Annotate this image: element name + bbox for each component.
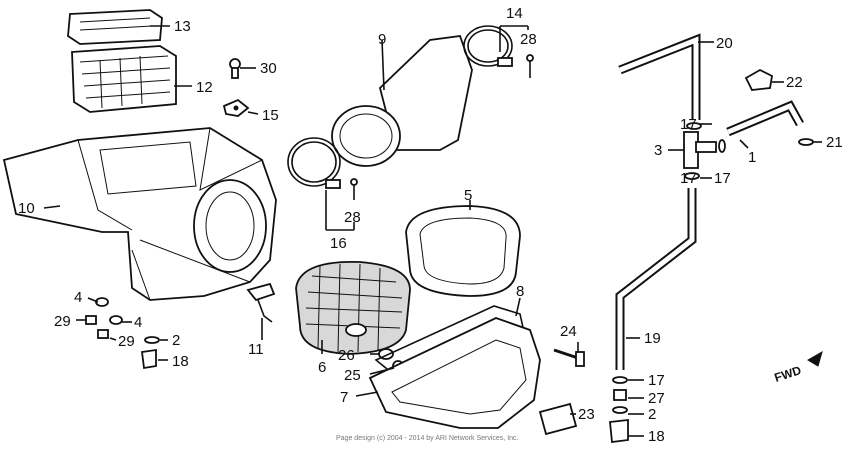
part-2-clip-shape-left (144, 336, 160, 344)
part-23-plate-shape (538, 402, 578, 436)
part-label-4-lower: 4 (134, 314, 142, 331)
part-label-16: 16 (330, 235, 347, 252)
part-label-20: 20 (716, 35, 733, 52)
part-label-2-left: 2 (172, 332, 180, 349)
part-27-plug-shape (613, 389, 627, 401)
part-label-14: 14 (506, 5, 523, 22)
part-30-bolt-shape (229, 58, 241, 79)
copyright-footer: Page design (c) 2004 - 2014 by ARI Netwo… (336, 435, 519, 442)
part-18-cap-shape-right (609, 418, 629, 444)
part-label-7: 7 (340, 389, 348, 406)
part-19-hose-shape (615, 188, 697, 370)
part-label-17-middle: 17 (680, 170, 697, 187)
part-label-12: 12 (196, 79, 213, 96)
part-12-element-shape (71, 45, 177, 113)
part-label-29-lower: 29 (118, 333, 135, 350)
part-label-11: 11 (248, 341, 264, 358)
part-label-26: 26 (338, 347, 355, 364)
part-17-clip-shape-a (686, 122, 702, 130)
part-label-17-right: 17 (714, 170, 731, 187)
part-14-clamp-shape (463, 25, 513, 67)
part-4-grommet-shape-b (109, 315, 123, 325)
fwd-arrow-icon: FWD (773, 350, 823, 385)
part-7-cover-shape (368, 317, 541, 429)
part-label-27: 27 (648, 390, 665, 407)
part-label-15: 15 (262, 107, 279, 124)
part-label-29-upper: 29 (54, 313, 71, 330)
part-1-hose-shape (726, 100, 804, 137)
part-18-cap-shape-left (140, 348, 157, 370)
fwd-label: FWD (773, 363, 804, 385)
part-label-9: 9 (378, 31, 386, 48)
part-17-clip-shape-d (612, 376, 628, 384)
part-15-nut-shape (222, 98, 250, 117)
part-3-joint-shape (683, 131, 717, 169)
part-29-collar-shape-a (85, 315, 97, 325)
part-22-joint-shape (744, 68, 773, 91)
part-label-4-upper: 4 (74, 289, 82, 306)
part-10-case-shape (2, 127, 277, 301)
part-16-clamp-shape (287, 137, 341, 189)
part-label-6: 6 (318, 359, 326, 376)
part-2-clip-shape-right (612, 406, 628, 414)
part-label-22: 22 (786, 74, 803, 91)
leader-lines (43, 25, 822, 437)
part-label-28-lower: 28 (344, 209, 361, 226)
part-6-filter-shape (295, 261, 411, 355)
part-label-24: 24 (560, 323, 577, 340)
part-11-bracket-shape (246, 282, 276, 323)
part-5-foam-shape (405, 205, 521, 297)
part-label-18-left: 18 (172, 353, 189, 370)
part-21-clip-shape (798, 138, 814, 146)
part-label-2-right: 2 (648, 406, 656, 423)
part-17-clip-shape-b (718, 139, 726, 153)
part-label-19: 19 (644, 330, 661, 347)
part-28-screw-shape-b (350, 178, 358, 200)
part-label-18-right: 18 (648, 428, 665, 445)
part-label-28-top: 28 (520, 31, 537, 48)
part-label-17-lower: 17 (648, 372, 665, 389)
part-label-17-upper: 17 (680, 116, 697, 133)
part-label-23: 23 (578, 406, 595, 423)
part-label-25: 25 (344, 367, 361, 384)
part-17-clip-shape-c (684, 172, 700, 180)
part-9-tube-shape (331, 35, 473, 167)
part-label-10: 10 (18, 200, 35, 217)
part-label-3: 3 (654, 142, 662, 159)
part-13-cover-shape (67, 9, 163, 45)
part-label-21: 21 (826, 134, 843, 151)
part-label-5: 5 (464, 187, 472, 204)
part-label-8: 8 (516, 283, 524, 300)
part-label-13: 13 (174, 18, 191, 35)
part-29-collar-shape-b (97, 329, 109, 339)
part-24-bolt-shape (553, 348, 585, 367)
part-label-30: 30 (260, 60, 277, 77)
part-label-1: 1 (748, 149, 756, 166)
part-20-hose-shape (618, 33, 701, 120)
part-28-screw-shape-a (526, 54, 534, 78)
